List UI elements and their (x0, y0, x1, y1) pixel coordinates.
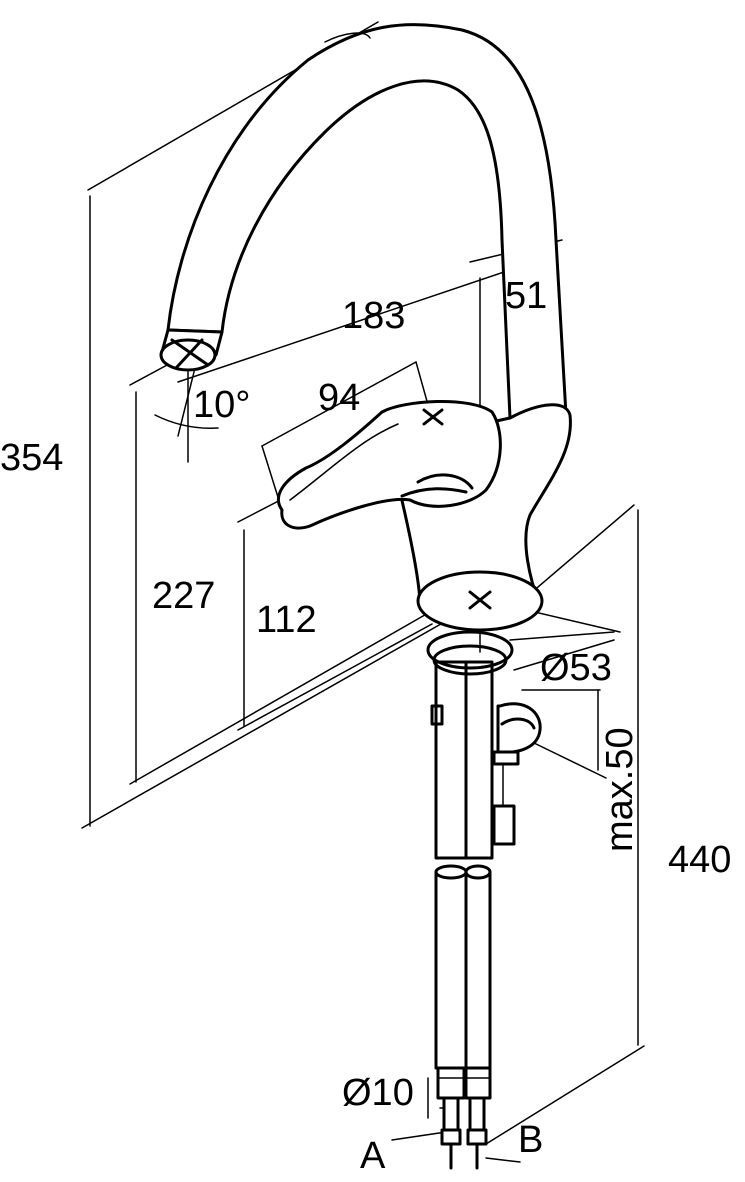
label-height-total: 354 (0, 437, 63, 479)
label-lever-reach: 94 (318, 377, 360, 419)
supply-hoses (434, 660, 494, 1170)
label-hose-connection: Ø10 (342, 1072, 414, 1114)
label-spout-outlet-height: 227 (152, 575, 215, 617)
faucet-body (276, 399, 572, 846)
label-lever-height: 112 (256, 599, 317, 641)
spout (159, 23, 568, 420)
label-base-diameter: Ø53 (540, 647, 612, 689)
dimension-labels: 354 183 51 10° 94 227 112 Ø53 max.50 440… (0, 275, 731, 1177)
label-spout-width: 51 (505, 275, 547, 317)
label-connection-a: A (360, 1135, 386, 1177)
label-hose-length: 440 (668, 839, 731, 881)
label-max-counter-thickness: max.50 (599, 727, 641, 852)
label-swivel-angle: 10° (193, 384, 250, 426)
label-connection-b: B (518, 1119, 543, 1161)
label-spout-reach: 183 (342, 295, 405, 337)
